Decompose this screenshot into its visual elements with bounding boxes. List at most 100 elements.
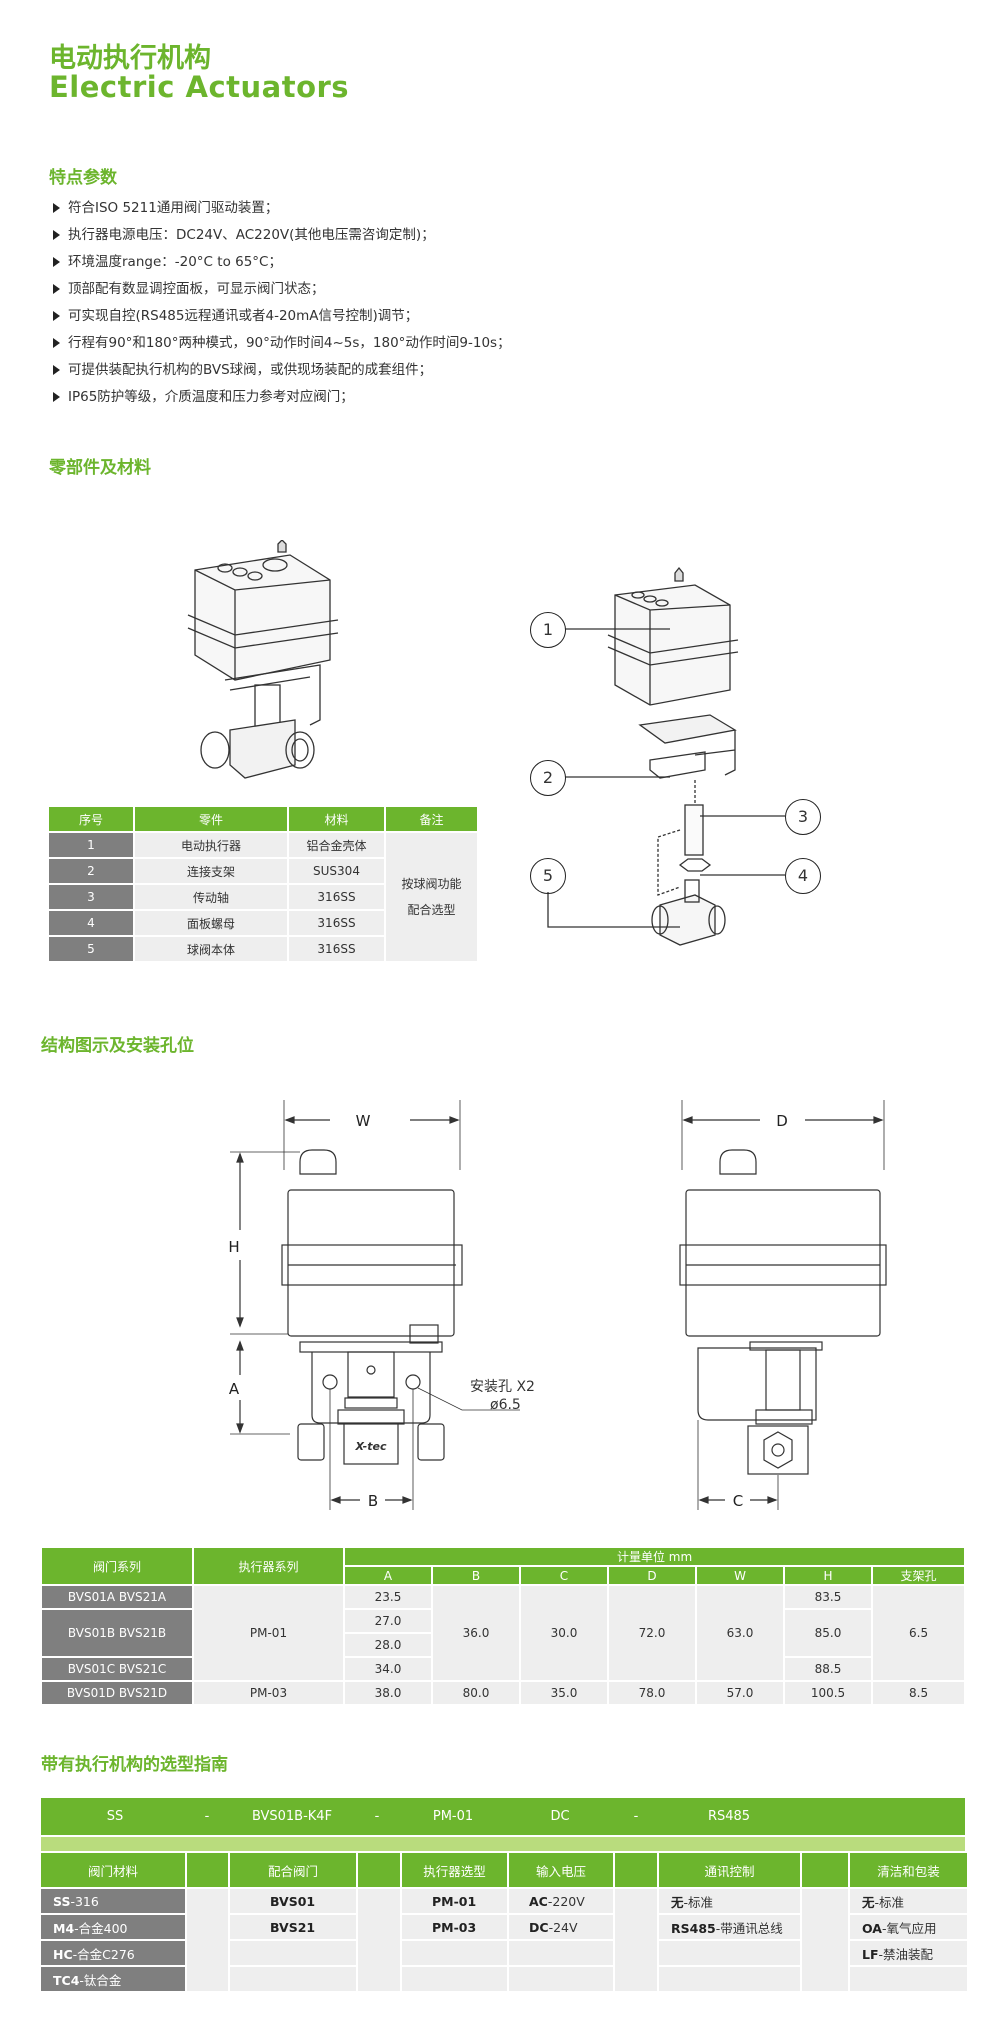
code-part: DC	[550, 1809, 570, 1824]
col-header: 零件	[133, 805, 289, 833]
assembled-valve-illustration	[187, 540, 339, 779]
option-code: M4	[53, 1920, 75, 1936]
cell-a: 28.0	[343, 1632, 433, 1658]
cell-a: 27.0	[343, 1608, 433, 1634]
cell-a: 34.0	[343, 1656, 433, 1682]
cell-material: 316SS	[287, 883, 386, 911]
cell-remark: 按球阀功能配合选型	[384, 831, 479, 963]
code-separator: -	[204, 1809, 210, 1824]
cell-comm: RS485-带通讯总线	[657, 1913, 802, 1941]
table-row: 4 面板螺母 316SS	[47, 909, 478, 937]
option-code: LF	[862, 1946, 879, 1962]
selection-table: 阀门材料 配合阀门 执行器选型 输入电压 通讯控制 清洁和包装 SS-316 B…	[39, 1851, 969, 1993]
cell-a: 38.0	[343, 1680, 433, 1706]
cell-material: HC-合金C276	[39, 1939, 187, 1967]
parts-table: 序号 零件 材料 备注 1 电动执行器 铝合金壳体 按球阀功能配合选型 2 连接…	[47, 805, 479, 963]
dim-label-w: W	[356, 1112, 371, 1130]
bullet-triangle-icon	[53, 392, 60, 402]
cell-voltage: AC-220V	[507, 1887, 615, 1915]
cell-part: 面板螺母	[133, 909, 289, 937]
option-code: PM-01	[432, 1893, 477, 1909]
col-header-h: H	[783, 1565, 873, 1586]
cell-material: 铝合金壳体	[287, 831, 386, 859]
option-desc: -禁油装配	[878, 1946, 934, 1962]
bullet-triangle-icon	[53, 338, 60, 348]
col-header-a: A	[343, 1565, 433, 1586]
bullet-triangle-icon	[53, 311, 60, 321]
cell-spacer	[613, 1887, 659, 1993]
selection-table-header: 阀门材料 配合阀门 执行器选型 输入电压 通讯控制 清洁和包装	[39, 1851, 969, 1889]
cell-w: 63.0	[695, 1584, 785, 1682]
table-row: BVS01C BVS21C 34.0 88.5	[40, 1656, 965, 1682]
cell-material: 316SS	[287, 935, 386, 963]
cell-h: 85.0	[783, 1608, 873, 1658]
features-list: 符合ISO 5211通用阀门驱动装置； 执行器电源电压：DC24V、AC220V…	[53, 195, 511, 411]
selection-divider-bar	[41, 1837, 965, 1851]
feature-item: 符合ISO 5211通用阀门驱动装置；	[53, 195, 511, 222]
col-header-comm: 通讯控制	[657, 1851, 802, 1889]
cell-valve: BVS01	[228, 1887, 358, 1915]
exploded-view-diagram	[547, 566, 785, 946]
col-header-spacer	[185, 1851, 230, 1889]
col-header: 序号	[47, 805, 135, 833]
cell-h: 100.5	[783, 1680, 873, 1706]
code-part: BVS01B-K4F	[251, 1809, 333, 1824]
option-code: BVS21	[270, 1919, 316, 1935]
cell-valve: BVS01A BVS21A	[40, 1584, 194, 1610]
cell-voltage	[507, 1939, 615, 1967]
option-code: BVS01	[270, 1893, 316, 1909]
code-part: SS	[106, 1809, 124, 1824]
cell-material: SS-316	[39, 1887, 187, 1915]
page-title-en: Electric Actuators	[49, 70, 350, 104]
callout-4: 4	[785, 858, 821, 894]
cell-material: M4-合金400	[39, 1913, 187, 1941]
col-header-valve-series: 阀门系列	[40, 1546, 194, 1586]
cell-valve: BVS01B BVS21B	[40, 1608, 194, 1658]
feature-text: 顶部配有数显调控面板，可显示阀门状态；	[68, 281, 325, 297]
cell-c: 35.0	[519, 1680, 609, 1706]
code-part: PM-01	[432, 1809, 474, 1824]
cell-clean: 无-标准	[848, 1887, 969, 1915]
dim-label-h: H	[228, 1238, 239, 1256]
cell-w: 57.0	[695, 1680, 785, 1706]
bullet-triangle-icon	[53, 365, 60, 375]
col-header-unit: 计量单位 mm	[342, 1546, 967, 1567]
col-header-clean: 清洁和包装	[848, 1851, 969, 1889]
cell-part: 传动轴	[133, 883, 289, 911]
option-desc: -316	[70, 1893, 99, 1909]
col-header-hole: 支架孔	[870, 1565, 967, 1586]
feature-item: IP65防护等级，介质温度和压力参考对应阀门；	[53, 384, 511, 411]
cell-actuator: PM-03	[192, 1680, 345, 1706]
table-row: 2 连接支架 SUS304	[47, 857, 478, 885]
dim-label-a: A	[229, 1380, 240, 1398]
bullet-triangle-icon	[53, 257, 60, 267]
cell-c: 30.0	[519, 1584, 609, 1682]
col-header-actuator-series: 执行器系列	[192, 1546, 345, 1586]
col-header-c: C	[519, 1565, 609, 1586]
table-row: SS-316 BVS01 PM-01 AC-220V 无-标准 无-标准	[39, 1887, 969, 1993]
cell-no: 5	[47, 935, 135, 963]
cell-material: TC4-钛合金	[39, 1965, 187, 1993]
code-separator: -	[633, 1809, 639, 1824]
feature-item: 环境温度range：-20°C to 65°C；	[53, 249, 511, 276]
feature-item: 执行器电源电压：DC24V、AC220V(其他电压需咨询定制)；	[53, 222, 511, 249]
dim-label-b: B	[368, 1492, 378, 1510]
dimension-table: 阀门系列 执行器系列 计量单位 mm A B C D W H 支架孔 BVS01…	[40, 1546, 967, 1706]
table-row: 3 传动轴 316SS	[47, 883, 478, 911]
option-code: 无	[862, 1894, 875, 1910]
option-desc: -220V	[547, 1893, 585, 1909]
table-row: BVS01D BVS21D PM-03 38.0 80.0 35.0 78.0 …	[40, 1680, 967, 1706]
table-row: HC-合金C276 LF-禁油装配	[39, 1939, 969, 1967]
parts-table-header: 序号 零件 材料 备注	[47, 805, 479, 833]
cell-valve: BVS01D BVS21D	[40, 1680, 194, 1706]
code-separator: -	[374, 1809, 380, 1824]
callout-5: 5	[530, 858, 566, 894]
col-header-voltage: 输入电压	[507, 1851, 615, 1889]
option-code: DC	[529, 1919, 549, 1935]
cell-no: 1	[47, 831, 135, 859]
cell-no: 2	[47, 857, 135, 885]
cell-valve: BVS01C BVS21C	[40, 1656, 194, 1682]
col-header-actuator: 执行器选型	[400, 1851, 509, 1889]
callout-3: 3	[785, 799, 821, 835]
